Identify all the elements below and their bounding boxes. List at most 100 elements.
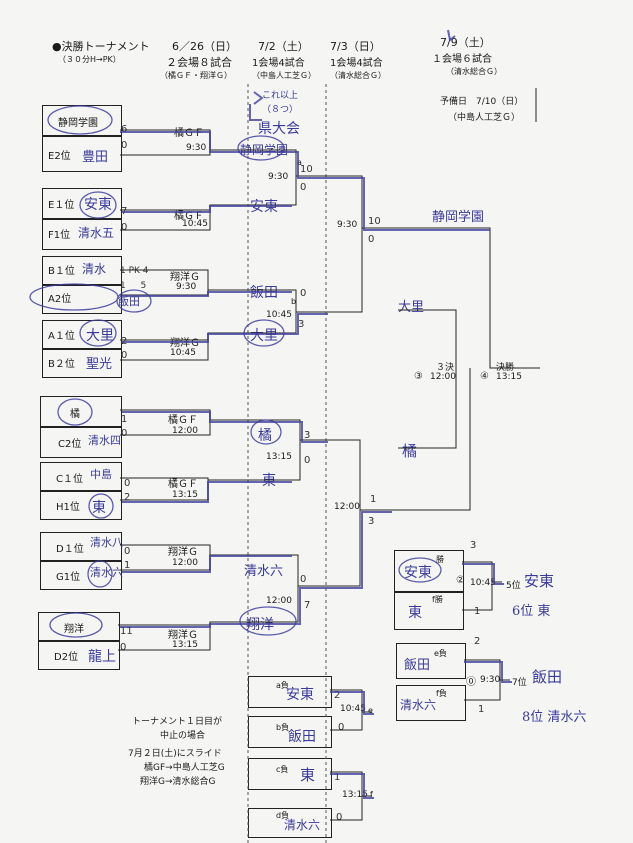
- place7-result: 飯田: [532, 668, 563, 686]
- hand-team-14: 清水六: [90, 566, 123, 579]
- r1-venue-6: 橘ＧＦ: [168, 479, 198, 490]
- seed-8: B２位: [48, 359, 75, 370]
- place7-label: 7位: [512, 678, 527, 688]
- hand-team-13: 清水八: [90, 536, 123, 549]
- seed-12: H1位: [56, 502, 80, 513]
- loser-time-f: 13:15: [342, 790, 368, 800]
- r3-time-2: 12:00: [334, 502, 360, 512]
- r3-score-1b: 0: [368, 234, 375, 245]
- final-no: ④: [480, 371, 489, 382]
- seed-7: A１位: [48, 331, 75, 342]
- r3-score-2b: 3: [368, 516, 375, 527]
- r1-venue-1: 橘ＧＦ: [174, 128, 204, 139]
- third-time: 12:00: [430, 372, 456, 382]
- place5-top-team: 安東: [404, 565, 432, 581]
- loser-score-a: 2: [334, 690, 341, 701]
- r1-time-4: 10:45: [170, 348, 196, 358]
- place7-score-b: 1: [478, 704, 485, 715]
- loser-time-e: 10:45: [340, 704, 366, 714]
- place5-score-b: 1: [474, 606, 481, 617]
- r1-venue-2: 橘ＧＦ: [174, 211, 204, 222]
- place7-time: 9:30: [480, 675, 501, 685]
- place5-top-tag: 勝: [436, 555, 444, 564]
- place7-bot-team: 清水六: [400, 698, 437, 712]
- hand-team-10: 清水四: [88, 434, 121, 447]
- seed-5: B１位: [48, 266, 75, 277]
- loser-tag-a: a負: [276, 681, 289, 690]
- r1-score-8b: 0: [120, 642, 127, 653]
- place5-result: 安東: [524, 572, 555, 590]
- r1-score-3a: 1 PK 4: [120, 266, 149, 276]
- r1-score-6a: 0: [124, 478, 131, 489]
- team-box-10: [40, 426, 122, 458]
- hand-team-7: 大里: [86, 328, 114, 344]
- place7-bot-box: [396, 685, 466, 721]
- sheet-title: ●決勝トーナメント: [52, 40, 150, 53]
- hand-team-5: 清水: [82, 262, 107, 276]
- semi-team-b: 橘: [402, 442, 418, 460]
- r2-time-3: 13:15: [266, 452, 292, 462]
- r1-time-1: 9:30: [186, 143, 207, 153]
- round3-date: 7/3（日）: [330, 40, 381, 53]
- place5-bot-tag: f勝: [432, 595, 443, 604]
- r1-time-6: 13:15: [172, 490, 198, 500]
- seed-11: C１位: [56, 474, 83, 485]
- seed-10: C2位: [58, 439, 82, 450]
- round1-date: 6／26（日）: [172, 40, 237, 53]
- reserve-day: 予備日 7/10（日）: [440, 97, 524, 107]
- r2-score-3b: 0: [304, 455, 311, 466]
- round1-venue: ２会場８試合: [166, 56, 232, 69]
- hand-team-3: 安東: [84, 197, 112, 213]
- team-box-16: [38, 640, 120, 670]
- team-box-14: [40, 560, 122, 590]
- hand-team-6: 飯田: [118, 295, 140, 308]
- place5-time: 10:45: [470, 578, 496, 588]
- round3-venue: 1会場4試合: [330, 58, 383, 69]
- r1-score-5b: 0: [121, 428, 128, 439]
- place5-score-a: 3: [470, 540, 477, 551]
- r2-label-a: a: [297, 158, 302, 167]
- place8-result: 8位 清水六: [522, 710, 587, 725]
- place5-top-box: [394, 550, 464, 592]
- r2-score-2b: 3: [298, 319, 305, 330]
- r1-score-4b: 0: [121, 350, 128, 361]
- team-box-2: [42, 135, 122, 172]
- third-no: ③: [414, 371, 423, 382]
- seed-15: 翔洋: [64, 624, 84, 635]
- r2-time-2: 10:45: [266, 310, 292, 320]
- third-label: ３決: [436, 363, 455, 373]
- r1-time-3: 9:30: [176, 282, 197, 292]
- r1-venue-7: 翔洋Ｇ: [168, 547, 198, 558]
- hand-team-16: 龍上: [88, 649, 116, 665]
- note-3: 7月２日(土)にスライド: [128, 749, 222, 759]
- r1-time-8: 13:15: [172, 640, 198, 650]
- r1-time-7: 12:00: [172, 558, 198, 568]
- place7-no: ⓪: [466, 677, 476, 688]
- place5-label: 5位: [506, 581, 521, 591]
- seed-9: 橘: [70, 409, 80, 420]
- hand-team-11: 中島: [90, 468, 112, 481]
- note-line-3: 県大会: [258, 121, 300, 137]
- note-4: 橘GF→中島人工芝G: [144, 763, 225, 773]
- r1-score-5a: 1: [121, 414, 128, 425]
- round4-venue: １会場６試合: [432, 54, 492, 65]
- r1-score-8a: 11: [120, 626, 133, 637]
- loser-tag-b: b負: [276, 723, 290, 732]
- seed-1: 静岡学園: [58, 118, 98, 129]
- top-winner: 静岡学園: [432, 210, 485, 225]
- r2-team-5: 橘: [258, 428, 272, 444]
- place7-top-team: 飯田: [404, 658, 431, 673]
- r2-time-4: 12:00: [266, 596, 292, 606]
- team-box-12: [40, 490, 122, 520]
- r3-score-1a: 10: [368, 216, 381, 227]
- place5-no: ②: [456, 575, 465, 586]
- r1-score-7b: 1: [124, 560, 131, 571]
- hand-team-12: 東: [92, 500, 106, 516]
- team-box-7: [42, 320, 122, 350]
- round2-venue-detail: （中島人工芝Ｇ）: [252, 71, 316, 80]
- r2-time-1: 9:30: [268, 172, 289, 182]
- round1-venue-detail: （橘ＧＦ・翔洋Ｇ）: [160, 71, 232, 80]
- seed-4: F1位: [48, 230, 71, 241]
